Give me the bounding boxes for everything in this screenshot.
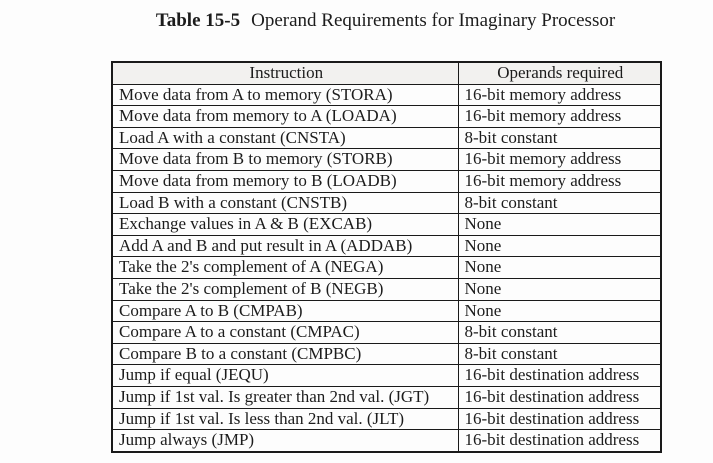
table-header-row: Instruction Operands required bbox=[111, 61, 662, 85]
instruction-cell: Add A and B and put result in A (ADDAB) bbox=[111, 234, 459, 258]
operands-cell: 16-bit destination address bbox=[457, 364, 662, 387]
table-row: Move data from A to memory (STORA)16-bit… bbox=[111, 83, 662, 107]
instruction-cell: Take the 2's complement of B (NEGB) bbox=[111, 277, 459, 301]
table-row: Exchange values in A & B (EXCAB)None bbox=[111, 213, 662, 236]
table-row: Compare A to B (CMPAB)None bbox=[111, 299, 662, 323]
instruction-cell: Jump if 1st val. Is greater than 2nd val… bbox=[111, 385, 459, 409]
table-row: Load A with a constant (CNSTA)8-bit cons… bbox=[111, 126, 662, 150]
table-row: Jump if 1st val. Is less than 2nd val. (… bbox=[111, 407, 662, 431]
table-row: Jump if 1st val. Is greater than 2nd val… bbox=[111, 385, 662, 409]
table-row: Jump always (JMP)16-bit destination addr… bbox=[111, 429, 662, 453]
table-row: Move data from memory to A (LOADA)16-bit… bbox=[111, 105, 662, 128]
operands-cell: 16-bit destination address bbox=[457, 407, 662, 431]
operand-table-body: Move data from A to memory (STORA)16-bit… bbox=[111, 83, 662, 453]
table-row: Compare B to a constant (CMPBC)8-bit con… bbox=[111, 342, 662, 366]
table-caption-number: Table 15-5 bbox=[155, 10, 241, 31]
operands-cell: 8-bit constant bbox=[457, 191, 662, 215]
table-row: Move data from memory to B (LOADB)16-bit… bbox=[111, 169, 662, 193]
table-header: Instruction Operands required bbox=[111, 61, 662, 85]
instruction-cell: Load A with a constant (CNSTA) bbox=[111, 126, 459, 150]
table-row: Load B with a constant (CNSTB)8-bit cons… bbox=[111, 191, 662, 215]
column-header-operands: Operands required bbox=[457, 61, 662, 85]
table-caption: Table 15-5 Operand Requirements for Imagi… bbox=[111, 9, 660, 32]
operands-cell: 16-bit memory address bbox=[457, 83, 662, 107]
operands-cell: None bbox=[457, 213, 662, 236]
operands-cell: 8-bit constant bbox=[457, 342, 662, 366]
column-header-instruction: Instruction bbox=[111, 61, 459, 85]
document-page: Table 15-5 Operand Requirements for Imagi… bbox=[111, 9, 662, 453]
operands-cell: None bbox=[457, 299, 662, 323]
instruction-cell: Compare A to a constant (CMPAC) bbox=[111, 321, 459, 344]
instruction-cell: Move data from B to memory (STORB) bbox=[111, 148, 459, 171]
instruction-cell: Jump always (JMP) bbox=[111, 429, 459, 453]
table-row: Jump if equal (JEQU)16-bit destination a… bbox=[111, 364, 662, 387]
operands-cell: 16-bit memory address bbox=[457, 105, 662, 128]
instruction-cell: Move data from memory to A (LOADA) bbox=[111, 105, 459, 128]
instruction-cell: Move data from memory to B (LOADB) bbox=[111, 169, 459, 193]
instruction-cell: Load B with a constant (CNSTB) bbox=[111, 191, 459, 215]
table-row: Add A and B and put result in A (ADDAB)N… bbox=[111, 234, 662, 258]
instruction-cell: Jump if 1st val. Is less than 2nd val. (… bbox=[111, 407, 459, 431]
instruction-cell: Take the 2's complement of A (NEGA) bbox=[111, 256, 459, 279]
table-row: Compare A to a constant (CMPAC)8-bit con… bbox=[111, 321, 662, 344]
operand-requirements-table: Instruction Operands required Move data … bbox=[111, 61, 662, 453]
table-caption-text: Operand Requirements for Imaginary Proce… bbox=[251, 10, 616, 31]
instruction-cell: Compare B to a constant (CMPBC) bbox=[111, 342, 459, 366]
operands-cell: None bbox=[457, 256, 662, 279]
operands-cell: None bbox=[457, 234, 662, 258]
table-row: Take the 2's complement of B (NEGB)None bbox=[111, 277, 662, 301]
operands-cell: 8-bit constant bbox=[457, 321, 662, 344]
table-row: Take the 2's complement of A (NEGA)None bbox=[111, 256, 662, 279]
operands-cell: None bbox=[457, 277, 662, 301]
table-row: Move data from B to memory (STORB)16-bit… bbox=[111, 148, 662, 171]
operands-cell: 16-bit destination address bbox=[457, 429, 662, 453]
instruction-cell: Compare A to B (CMPAB) bbox=[111, 299, 459, 323]
operands-cell: 16-bit memory address bbox=[457, 148, 662, 171]
operands-cell: 16-bit destination address bbox=[457, 385, 662, 409]
operands-cell: 16-bit memory address bbox=[457, 169, 662, 193]
instruction-cell: Jump if equal (JEQU) bbox=[111, 364, 459, 387]
instruction-cell: Move data from A to memory (STORA) bbox=[111, 83, 459, 107]
instruction-cell: Exchange values in A & B (EXCAB) bbox=[111, 213, 459, 236]
operands-cell: 8-bit constant bbox=[457, 126, 662, 150]
